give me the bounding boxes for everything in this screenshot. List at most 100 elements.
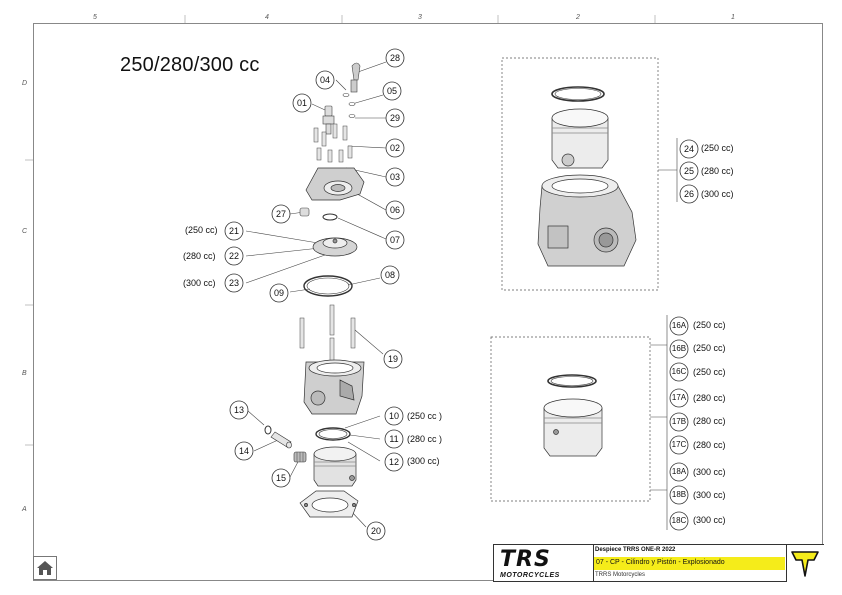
piston-rings-part — [315, 427, 351, 441]
cc-label-17a: (280 cc) — [693, 393, 726, 403]
zone-marker-top-2: 2 — [576, 14, 580, 21]
cc-label-16c: (250 cc) — [693, 367, 726, 377]
piston-kit-rings — [547, 374, 597, 388]
piston-kit-box — [490, 336, 651, 502]
zone-marker-top-1: 1 — [731, 14, 735, 21]
callout-12: 12 — [388, 457, 399, 467]
pin-clip-part — [264, 425, 272, 435]
cc-label-23: (300 cc) — [183, 278, 216, 288]
zone-marker-left-c: C — [22, 228, 28, 235]
cc-label-18b: (300 cc) — [693, 490, 726, 500]
callout-01: 01 — [296, 98, 307, 108]
piston-pin-part — [270, 431, 292, 449]
cylinder-body-part — [303, 359, 365, 415]
callout-16b: 16B — [671, 344, 687, 353]
callout-20: 20 — [370, 526, 381, 536]
callout-06: 06 — [389, 205, 400, 215]
callout-07: 07 — [389, 235, 400, 245]
callout-28: 28 — [389, 53, 400, 63]
cc-label-21: (250 cc) — [185, 225, 218, 235]
zone-marker-left-b: B — [22, 370, 27, 377]
callout-24: 24 — [683, 144, 694, 154]
washer-parts — [342, 93, 356, 118]
callout-17c: 17C — [671, 440, 687, 449]
title-block: TRS MOTORCYCLES Despiece TRRS ONE-R 2022… — [493, 544, 824, 582]
cc-label-25: (280 cc) — [701, 166, 734, 176]
cylinder-head-part — [305, 167, 365, 201]
callout-27: 27 — [275, 209, 286, 219]
callout-23: 23 — [228, 278, 239, 288]
needle-bearing-part — [293, 451, 307, 463]
callout-03: 03 — [389, 172, 400, 182]
cc-label-16a: (250 cc) — [693, 320, 726, 330]
callout-16c: 16C — [671, 367, 687, 376]
cylinder-kit-body — [537, 174, 637, 267]
piston-kit-piston — [543, 398, 603, 457]
cylinder-kit-piston — [551, 108, 609, 169]
callout-10: 10 — [388, 411, 399, 421]
drawing-description: 07 - CP - Cilindro y Pistón - Explosiona… — [596, 559, 725, 566]
base-gasket-part — [299, 490, 359, 518]
callout-26: 26 — [683, 189, 694, 199]
drawing-description-bar: 07 - CP - Cilindro y Pistón - Explosiona… — [594, 557, 785, 570]
cylinder-kit-box — [501, 57, 659, 291]
zone-marker-left-d: D — [22, 80, 28, 87]
trrs-emblem-icon — [786, 545, 824, 582]
callout-13: 13 — [233, 405, 244, 415]
logo-subtext: MOTORCYCLES — [500, 572, 560, 579]
callout-16a: 16A — [671, 321, 687, 330]
callout-17a: 17A — [671, 393, 687, 402]
trrs-logo: TRS MOTORCYCLES — [494, 545, 594, 582]
cc-label-12: (300 cc) — [407, 456, 440, 466]
callout-18a: 18A — [671, 467, 687, 476]
cc-label-24: (250 cc) — [701, 143, 734, 153]
cc-label-11: (280 cc ) — [407, 434, 443, 444]
callout-17b: 17B — [671, 417, 687, 426]
callout-05: 05 — [386, 86, 397, 96]
callout-21: 21 — [228, 226, 239, 236]
callout-circles — [224, 48, 699, 541]
cylinder-kit-rings — [551, 86, 605, 102]
cc-label-18a: (300 cc) — [693, 467, 726, 477]
callout-11: 11 — [389, 434, 399, 444]
o-ring-part — [322, 213, 338, 221]
cc-label-22: (280 cc) — [183, 251, 216, 261]
callout-18b: 18B — [671, 490, 687, 499]
callout-02: 02 — [389, 143, 400, 153]
callout-14: 14 — [238, 446, 249, 456]
callout-08: 08 — [384, 270, 395, 280]
callout-29: 29 — [389, 113, 400, 123]
callout-25: 25 — [683, 166, 694, 176]
callout-09: 09 — [273, 288, 284, 298]
piston-part — [313, 446, 357, 487]
drawing-title: 250/280/300 cc — [120, 54, 260, 76]
cc-label-10: (250 cc ) — [407, 411, 443, 421]
sensor-part — [350, 62, 361, 93]
cc-label-16b: (250 cc) — [693, 343, 726, 353]
callout-18c: 18C — [671, 516, 687, 525]
combustion-insert-part — [312, 237, 358, 257]
zone-marker-top-3: 3 — [418, 14, 422, 21]
callout-15: 15 — [275, 473, 286, 483]
callout-22: 22 — [228, 251, 239, 261]
home-button[interactable] — [33, 556, 57, 580]
zone-marker-left-a: A — [22, 506, 27, 513]
head-bolts — [313, 123, 353, 163]
drawing-frame — [33, 23, 823, 581]
callout-19: 19 — [387, 354, 398, 364]
callout-04: 04 — [319, 75, 330, 85]
cc-label-17c: (280 cc) — [693, 440, 726, 450]
logo-text: TRS — [500, 547, 551, 572]
cylinder-studs — [299, 304, 356, 363]
zone-marker-top-4: 4 — [265, 14, 269, 21]
zone-marker-top-5: 5 — [93, 14, 97, 21]
cc-label-17b: (280 cc) — [693, 416, 726, 426]
cc-label-18c: (300 cc) — [693, 515, 726, 525]
document-name: Despiece TRRS ONE-R 2022 — [595, 547, 676, 553]
home-icon — [37, 561, 53, 575]
company-name: TRRS Motorcycles — [595, 572, 646, 578]
cc-label-26: (300 cc) — [701, 189, 734, 199]
spark-plug-part — [322, 105, 335, 135]
spacer-part — [299, 207, 310, 217]
